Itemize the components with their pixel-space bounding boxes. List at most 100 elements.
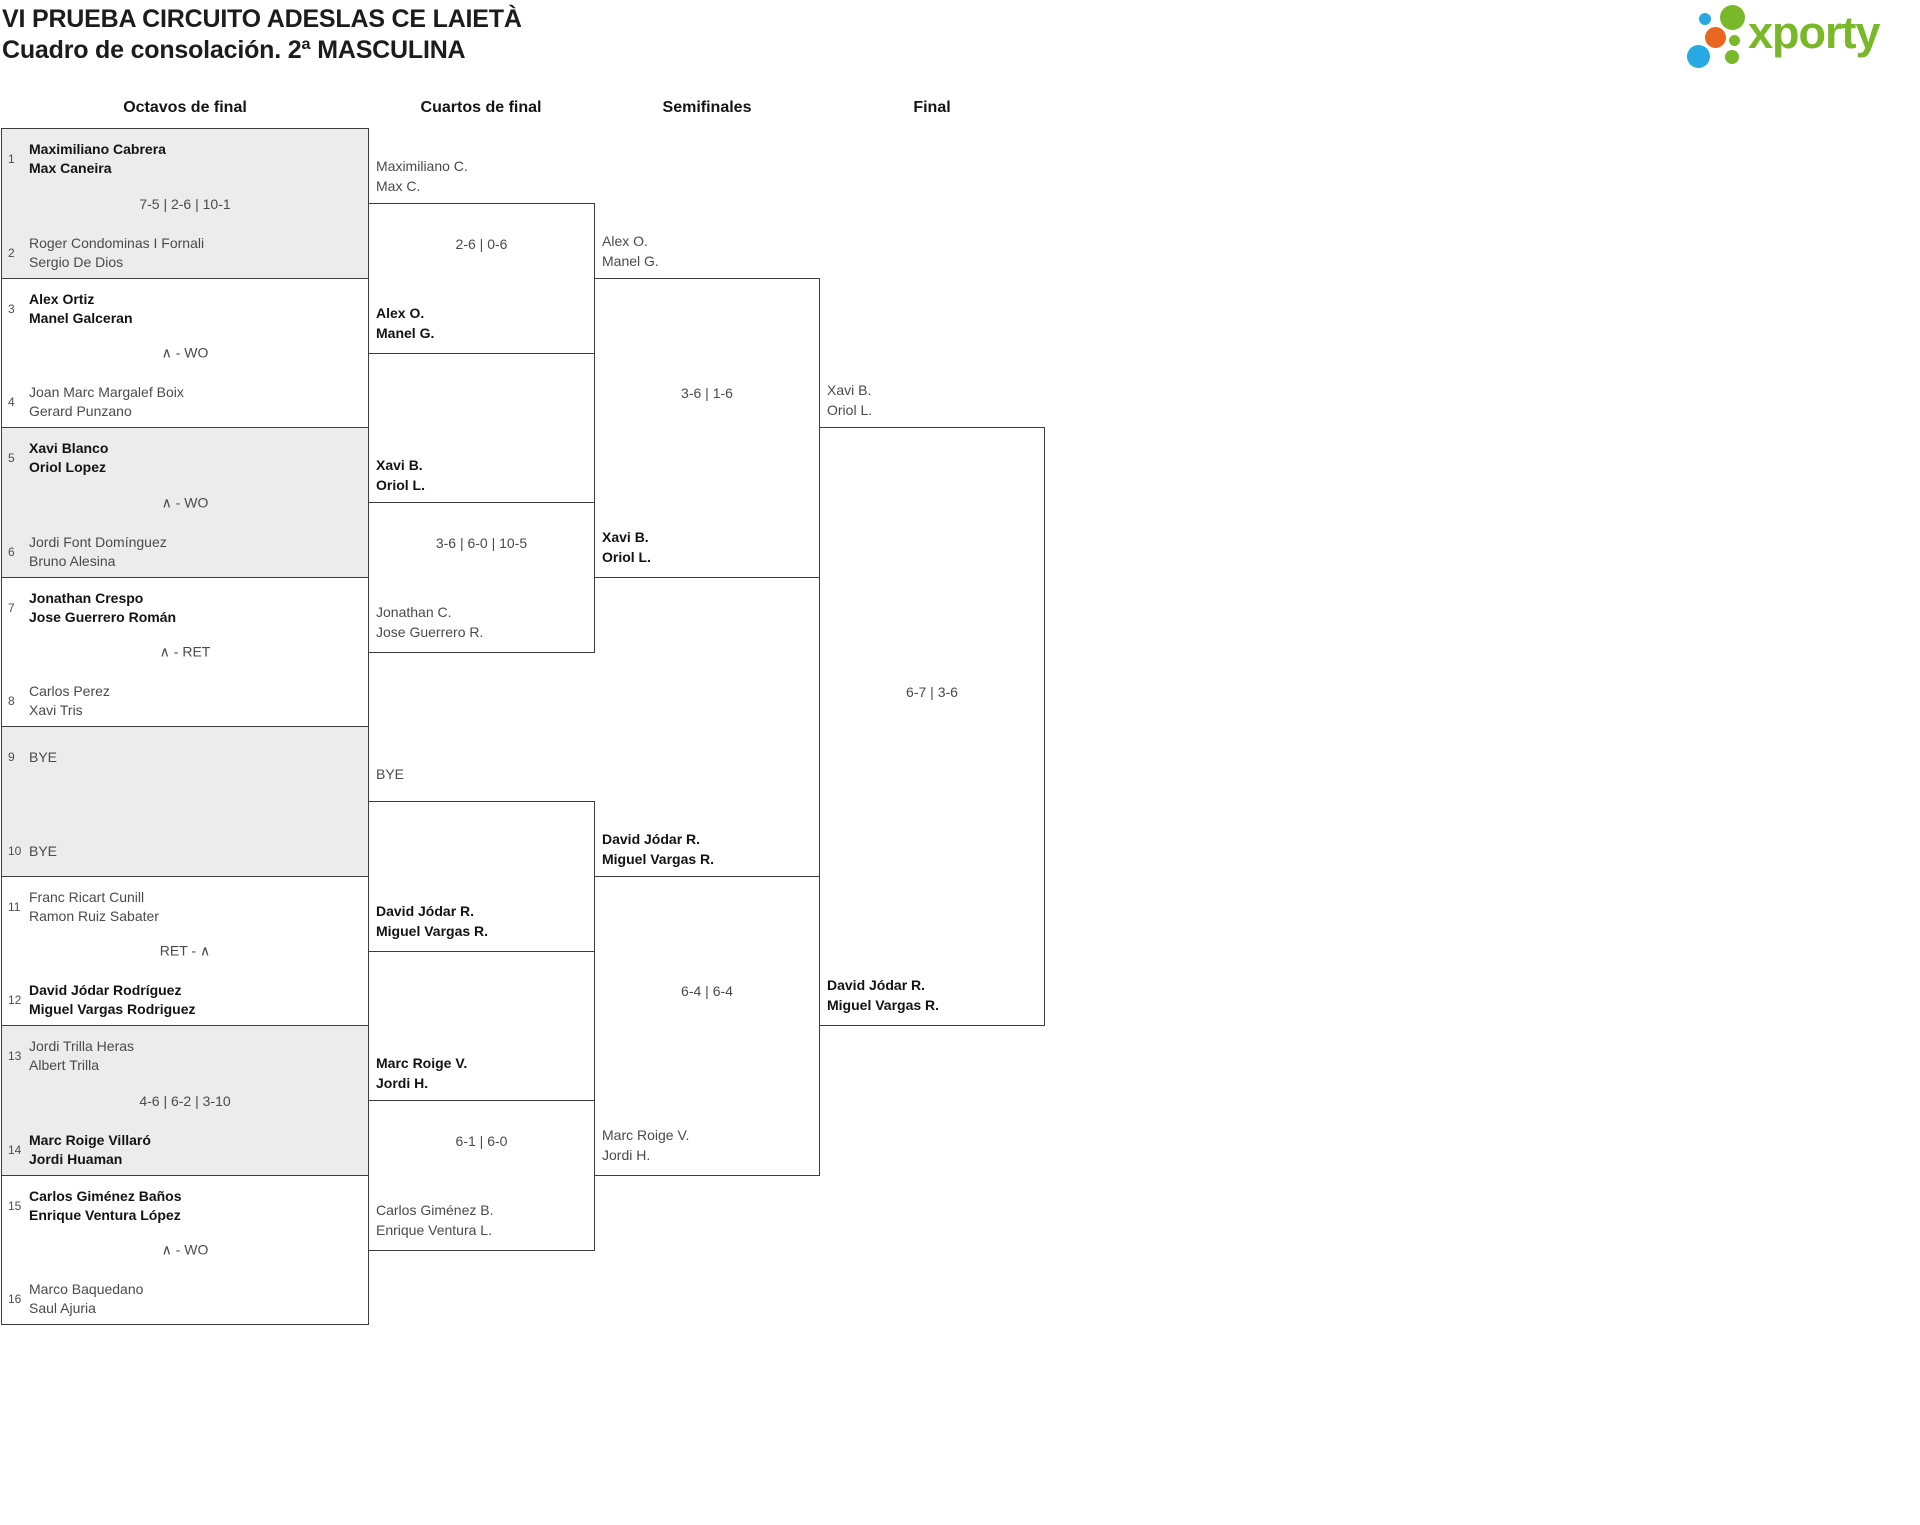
- match-score: 7-5 | 2-6 | 10-1: [139, 195, 231, 212]
- team-names: Franc Ricart Cunill Ramon Ruiz Sabater: [29, 888, 159, 926]
- advancing-team: Xavi B. Oriol L.: [602, 527, 651, 567]
- final-box: Xavi B. Oriol L. 6-7 | 3-6 David Jódar R…: [819, 382, 1045, 1026]
- seed-number: 16: [8, 1292, 22, 1306]
- player-name: Marc Roige V.: [376, 1055, 468, 1071]
- r16-match-box-2: 3 Alex Ortiz Manel Galceran ∧ - WO 4 Joa…: [1, 278, 369, 428]
- player-name: Enrique Ventura L.: [376, 1222, 492, 1238]
- player-name: Carlos Perez: [29, 683, 110, 699]
- team-names: Maximiliano Cabrera Max Caneira: [29, 140, 166, 178]
- logo-wordmark: xporty: [1748, 7, 1881, 58]
- player-name: Jonathan C.: [376, 604, 452, 620]
- quarterfinal-box-3: BYE David Jódar R. Miguel Vargas R.: [368, 766, 595, 952]
- advancing-team: Jonathan C. Jose Guerrero R.: [376, 602, 483, 642]
- player-name: Saul Ajuria: [29, 1300, 96, 1316]
- player-name: Bruno Alesina: [29, 553, 116, 569]
- player-name: Albert Trilla: [29, 1057, 100, 1073]
- seed-number: 4: [8, 395, 15, 409]
- seed-number: 12: [8, 993, 22, 1007]
- advancing-team: Alex O. Manel G.: [376, 303, 434, 343]
- team-slot: 8 Carlos Perez Xavi Tris: [8, 681, 362, 721]
- semifinal-box-2: David Jódar R. Miguel Vargas R. 6-4 | 6-…: [594, 831, 820, 1176]
- team-slot: 10 BYE: [8, 831, 362, 871]
- team-names: Jonathan Crespo Jose Guerrero Román: [29, 589, 176, 627]
- player-name: David Jódar Rodríguez: [29, 982, 182, 998]
- team-slot: 15 Carlos Giménez Baños Enrique Ventura …: [8, 1186, 362, 1226]
- semifinal-box-1: Alex O. Manel G. 3-6 | 1-6 Xavi B. Oriol…: [594, 233, 820, 578]
- match-score: 6-4 | 6-4: [681, 983, 733, 999]
- team-slot: 3 Alex Ortiz Manel Galceran: [8, 289, 362, 329]
- logo-dot-icon: [1699, 13, 1711, 25]
- round-header-cuartos: Cuartos de final: [420, 99, 542, 116]
- match-score: ∧ - WO: [161, 1241, 209, 1258]
- player-name: Ramon Ruiz Sabater: [29, 908, 159, 924]
- player-name: Oriol Lopez: [29, 459, 106, 475]
- quarterfinal-box-1: Maximiliano C. Max C. 2-6 | 0-6 Alex O. …: [368, 158, 595, 354]
- team-names: Jordi Trilla Heras Albert Trilla: [29, 1037, 134, 1075]
- player-name: Jordi H.: [376, 1075, 429, 1091]
- advancing-team: Marc Roige V. Jordi H.: [376, 1053, 467, 1093]
- team-slot: 5 Xavi Blanco Oriol Lopez: [8, 438, 362, 478]
- advancing-team: Alex O. Manel G.: [602, 231, 659, 271]
- player-name: David Jódar R.: [602, 831, 701, 847]
- page-title: VI PRUEBA CIRCUITO ADESLAS CE LAIETÀ Cua…: [2, 4, 522, 66]
- r16-match-box-3: 5 Xavi Blanco Oriol Lopez ∧ - WO 6 Jordi…: [1, 427, 369, 578]
- player-name: BYE: [29, 842, 58, 859]
- seed-number: 15: [8, 1199, 22, 1213]
- seed-number: 14: [8, 1143, 22, 1157]
- round-header-octavos: Octavos de final: [123, 99, 247, 116]
- team-names: Jordi Font Domínguez Bruno Alesina: [29, 533, 167, 571]
- draw-subtitle: Cuadro de consolación. 2ª MASCULINA: [2, 36, 466, 64]
- team-slot: 7 Jonathan Crespo Jose Guerrero Román: [8, 588, 362, 628]
- player-name: Manel G.: [602, 253, 659, 269]
- team-names: Carlos Giménez Baños Enrique Ventura Lóp…: [29, 1187, 182, 1225]
- seed-number: 5: [8, 451, 15, 465]
- team-names: BYE: [29, 738, 57, 776]
- seed-number: 3: [8, 302, 15, 316]
- player-name: Carlos Giménez Baños: [29, 1188, 182, 1204]
- player-name: Oriol L.: [827, 402, 873, 418]
- player-name: Xavi Blanco: [29, 440, 109, 456]
- r16-match-box-6: 11 Franc Ricart Cunill Ramon Ruiz Sabate…: [1, 876, 369, 1026]
- seed-number: 13: [8, 1049, 22, 1063]
- player-name: Miguel Vargas Rodriguez: [29, 1001, 196, 1017]
- player-name: Gerard Punzano: [29, 403, 132, 419]
- player-name: Max C.: [376, 178, 421, 194]
- player-name: Jonathan Crespo: [29, 590, 144, 606]
- player-name: Max Caneira: [29, 160, 112, 176]
- player-name: Xavi B.: [602, 529, 649, 545]
- player-name: Marc Roige Villaró: [29, 1132, 151, 1148]
- seed-number: 11: [8, 900, 21, 914]
- player-name: Oriol L.: [602, 549, 651, 565]
- team-slot: 14 Marc Roige Villaró Jordi Huaman: [8, 1130, 362, 1170]
- player-name: Maximiliano Cabrera: [29, 141, 166, 157]
- team-names: Joan Marc Margalef Boix Gerard Punzano: [29, 383, 184, 421]
- round-header-semifinales: Semifinales: [662, 99, 752, 116]
- player-name: David Jódar R.: [827, 977, 926, 993]
- advancing-team: Xavi B. Oriol L.: [827, 380, 872, 420]
- team-slot: 12 David Jódar Rodríguez Miguel Vargas R…: [8, 980, 362, 1020]
- xporty-logo[interactable]: xporty: [1684, 2, 1920, 68]
- match-score: 2-6 | 0-6: [455, 235, 508, 252]
- player-name: Alex O.: [376, 305, 425, 321]
- match-score: 6-1 | 6-0: [455, 1132, 508, 1149]
- player-name: Joan Marc Margalef Boix: [29, 384, 184, 400]
- player-name: Jose Guerrero R.: [376, 624, 484, 640]
- player-name: Manel Galceran: [29, 310, 133, 326]
- match-score: ∧ - WO: [161, 344, 209, 361]
- team-names: Marc Roige Villaró Jordi Huaman: [29, 1131, 151, 1169]
- team-slot: 1 Maximiliano Cabrera Max Caneira: [8, 139, 362, 179]
- seed-number: 8: [8, 694, 15, 708]
- team-names: David Jódar Rodríguez Miguel Vargas Rodr…: [29, 981, 195, 1019]
- logo-dot-icon: [1687, 45, 1710, 68]
- r16-match-box-5: 9 BYE 10 BYE: [1, 726, 369, 877]
- player-name: BYE: [376, 766, 405, 782]
- player-name: Jordi H.: [602, 1147, 651, 1163]
- seed-number: 7: [8, 601, 15, 615]
- r16-match-box-1: 1 Maximiliano Cabrera Max Caneira 7-5 | …: [1, 128, 369, 279]
- player-name: Xavi B.: [827, 382, 872, 398]
- advancing-team: David Jódar R. Miguel Vargas R.: [827, 975, 939, 1015]
- advancing-team: Xavi B. Oriol L.: [376, 455, 425, 495]
- match-score: 4-6 | 6-2 | 3-10: [139, 1092, 231, 1109]
- tournament-name: VI PRUEBA CIRCUITO ADESLAS CE LAIETÀ: [2, 5, 522, 33]
